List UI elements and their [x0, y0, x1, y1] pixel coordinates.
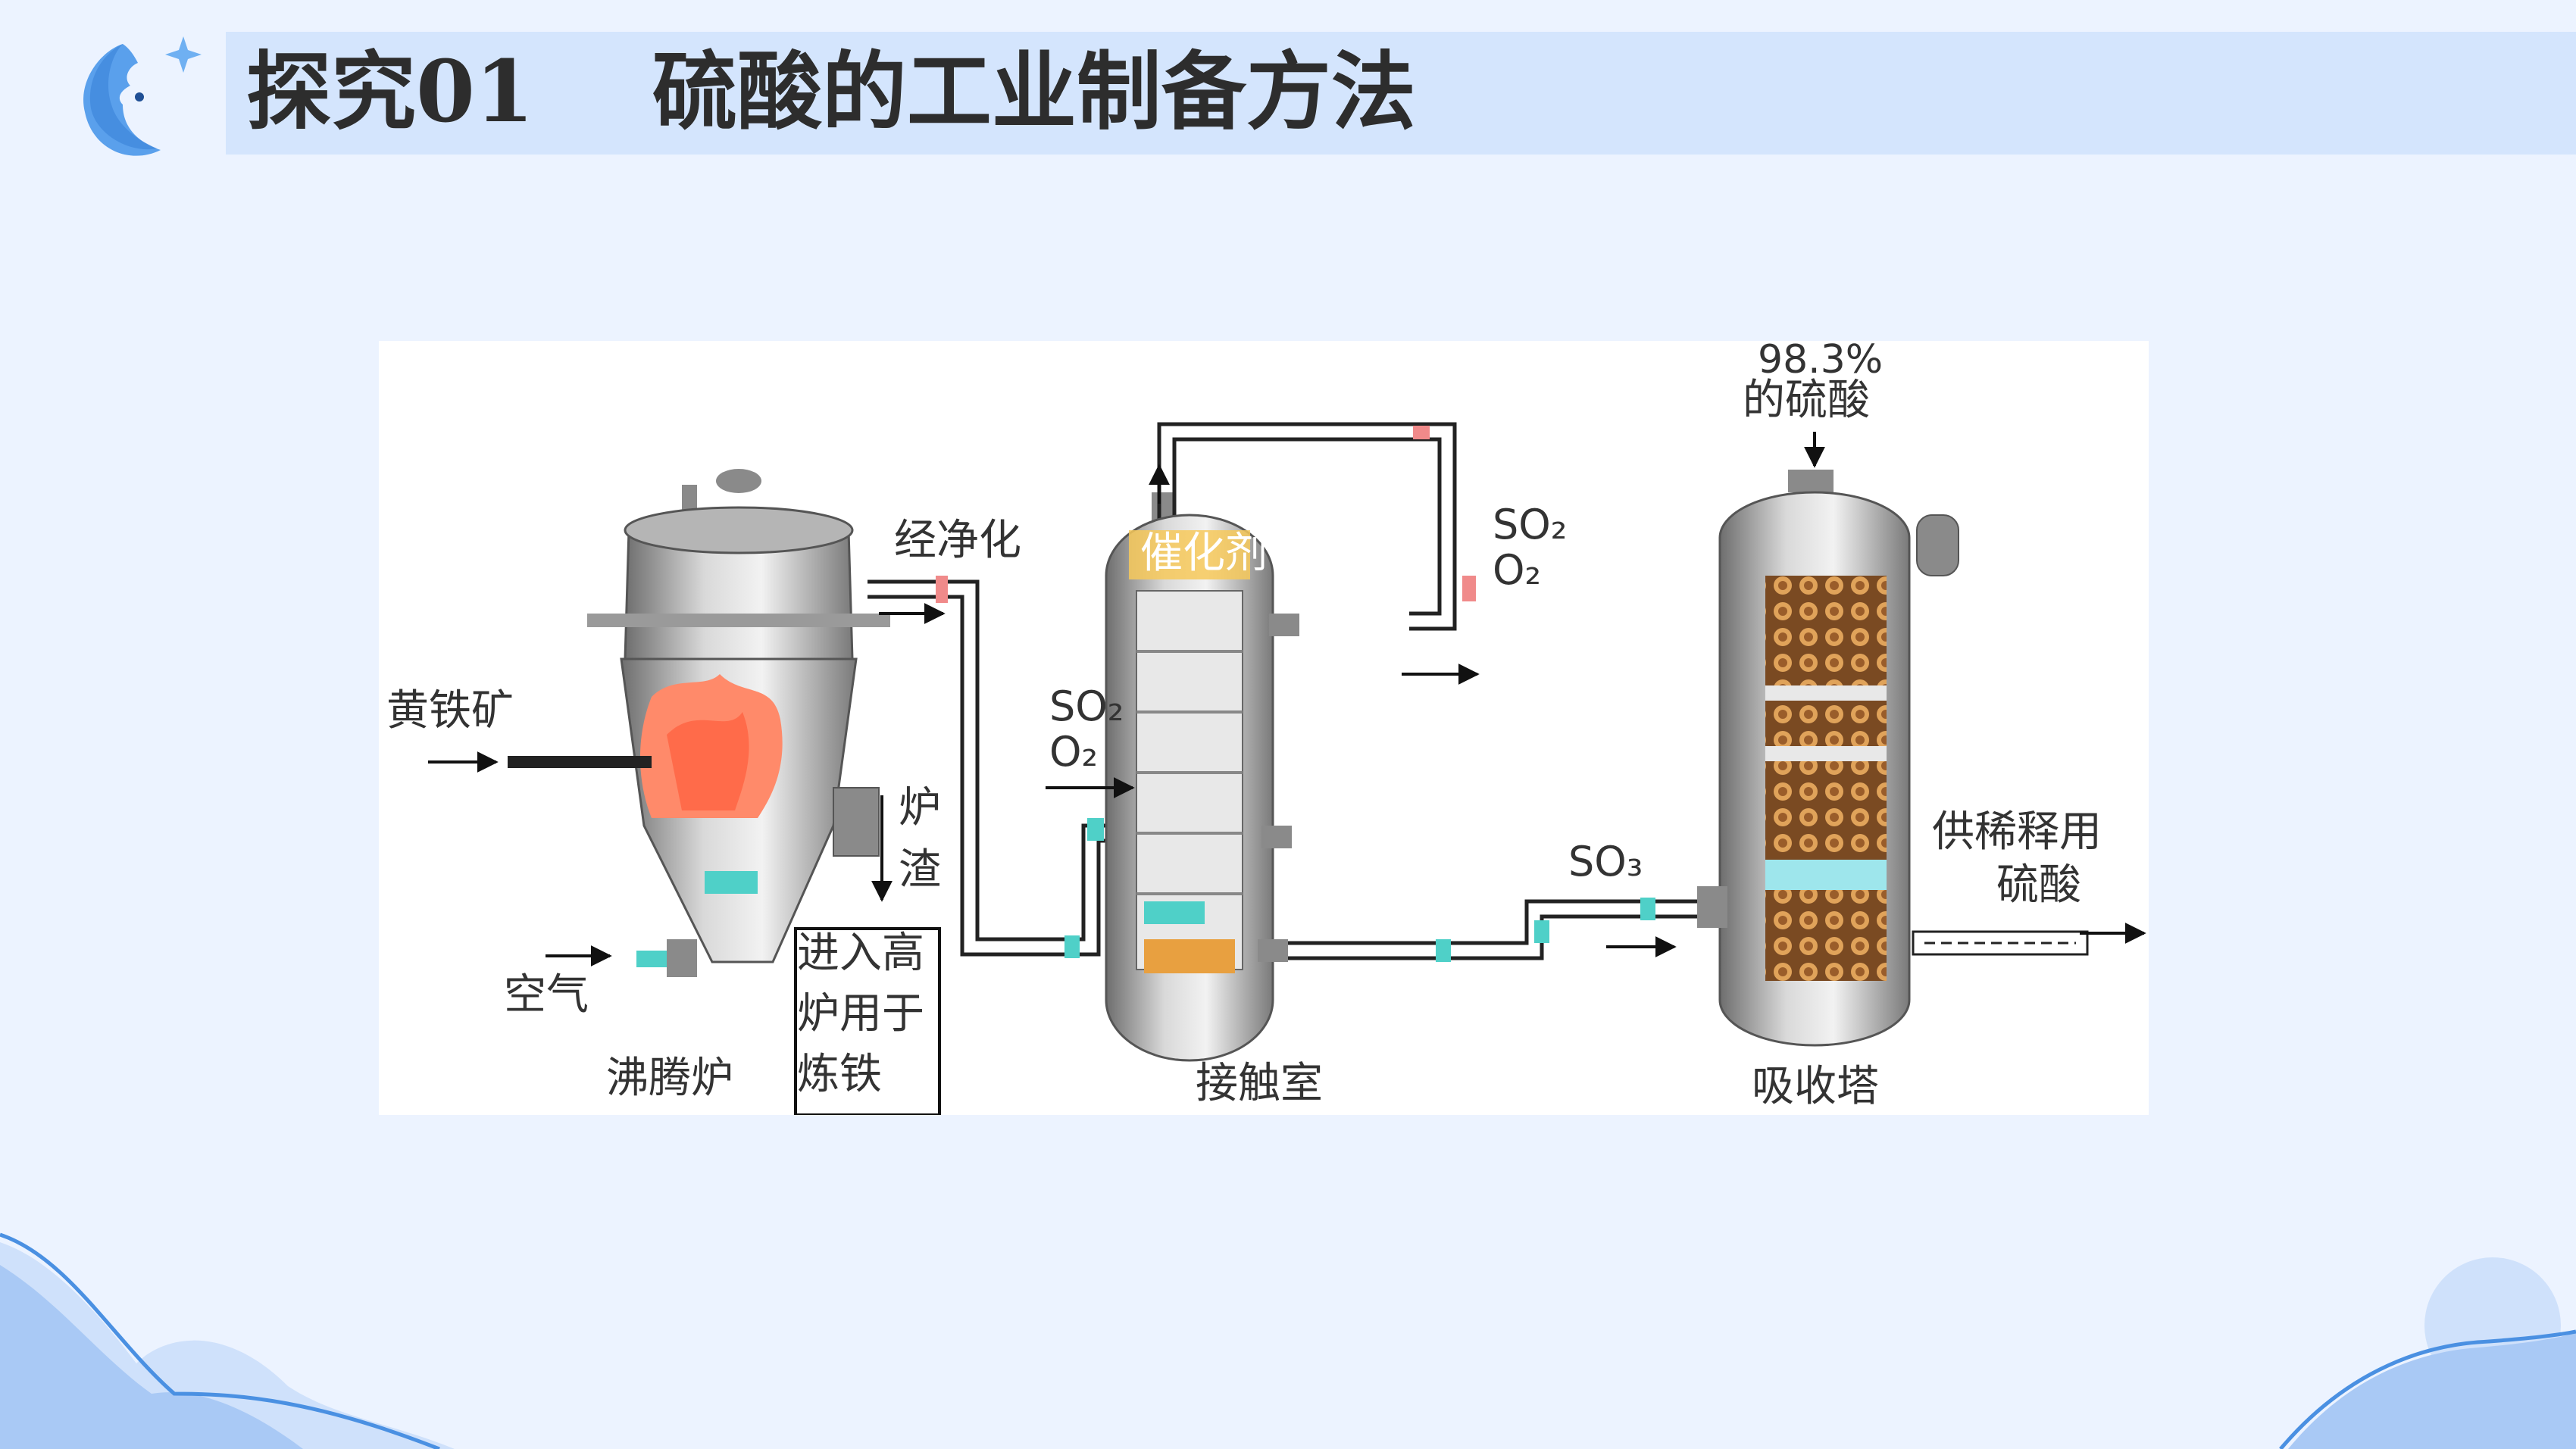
- absorption-tower: [1697, 470, 2089, 1047]
- dilution-output-line-1: 供稀释用: [1932, 807, 2102, 857]
- wave-decoration-left: [0, 1232, 455, 1449]
- slag-use-line-1: 进入高: [797, 929, 924, 978]
- pyrite-label: 黄铁矿: [386, 686, 514, 735]
- slag-label-char-2: 渣: [899, 845, 941, 895]
- so3-pipe: [1288, 898, 1712, 962]
- slag-use-line-2: 炉用于: [797, 989, 924, 1038]
- so2-loop-label: SO₂: [1493, 501, 1568, 548]
- dilution-output-line-2: 硫酸: [1996, 860, 2081, 910]
- boiling-furnace: [508, 469, 890, 977]
- o2-loop-label: O₂: [1493, 546, 1542, 594]
- process-schematic: [428, 422, 2146, 1115]
- air-label: 空气: [504, 970, 589, 1020]
- title-bar: [226, 32, 2576, 155]
- wave-decoration-right: [2279, 1257, 2576, 1449]
- slag-label-char-1: 炉: [899, 783, 941, 832]
- contact-chamber: [1105, 422, 1476, 1062]
- so3-label: SO₃: [1568, 838, 1643, 885]
- slag-use-line-3: 炼铁: [797, 1050, 882, 1099]
- o2-inlet-label: O₂: [1049, 728, 1099, 776]
- moon-face-logo-icon: [83, 36, 202, 156]
- flow-arrows: [428, 432, 2146, 967]
- boiling-furnace-label: 沸腾炉: [606, 1054, 733, 1103]
- slag-use-box: [794, 927, 941, 1115]
- absorption-tower-label: 吸收塔: [1752, 1062, 1879, 1111]
- acid-98-label-2: 的硫酸: [1743, 376, 1870, 425]
- page-title: 探究01 硫酸的工业制备方法: [246, 42, 1416, 142]
- purified-gas-pipe: [868, 576, 1136, 958]
- sulfuric-acid-process-diagram: 黄铁矿 空气 沸腾炉 经净化 炉 渣 进入高 炉用于 炼铁 SO₂ O₂ 催化剂…: [379, 337, 2149, 1115]
- catalyst-label: 催化剂: [1140, 529, 1268, 578]
- so2-inlet-label: SO₂: [1049, 682, 1124, 730]
- purified-label: 经净化: [894, 516, 1021, 565]
- acid-98-label: 98.3%: [1758, 337, 1884, 383]
- contact-chamber-label: 接触室: [1196, 1059, 1323, 1108]
